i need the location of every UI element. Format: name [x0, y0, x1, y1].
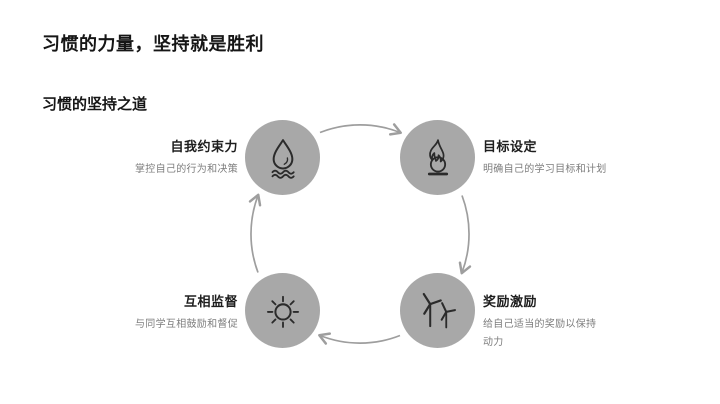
slide-subtitle: 习惯的坚持之道 [42, 96, 148, 113]
node-label: 互相监督 [183, 294, 238, 309]
node-description: 给自己适当的奖励以保持动力 [483, 319, 597, 348]
flame-icon [427, 138, 448, 175]
node-label: 目标设定 [483, 139, 538, 154]
node-label: 奖励激励 [483, 294, 538, 309]
node-text-block: 奖励激励 给自己适当的奖励以保持动力 [483, 291, 601, 352]
arrow-bottom [318, 332, 401, 345]
sun-icon [266, 295, 299, 328]
arrow-top [319, 123, 402, 136]
wind-turbine-icon [422, 292, 456, 328]
node-circle [245, 273, 320, 348]
node-circle [245, 120, 320, 195]
node-text-block: 互相监督 与同学互相鼓励和督促 [68, 291, 238, 334]
node-circle [400, 120, 475, 195]
node-text-block: 自我约束力 掌控自己的行为和决策 [68, 136, 238, 179]
arrow-right [458, 195, 472, 275]
node-circle [400, 273, 475, 348]
node-label: 自我约束力 [170, 139, 238, 154]
node-description: 掌控自己的行为和决策 [135, 164, 238, 175]
water-drop-icon [271, 138, 295, 179]
slide-title: 习惯的力量，坚持就是胜利 [42, 34, 264, 54]
arrow-left [248, 193, 262, 273]
node-description: 与同学互相鼓励和督促 [135, 319, 238, 330]
node-description: 明确自己的学习目标和计划 [483, 164, 607, 175]
node-text-block: 目标设定 明确自己的学习目标和计划 [483, 136, 653, 179]
